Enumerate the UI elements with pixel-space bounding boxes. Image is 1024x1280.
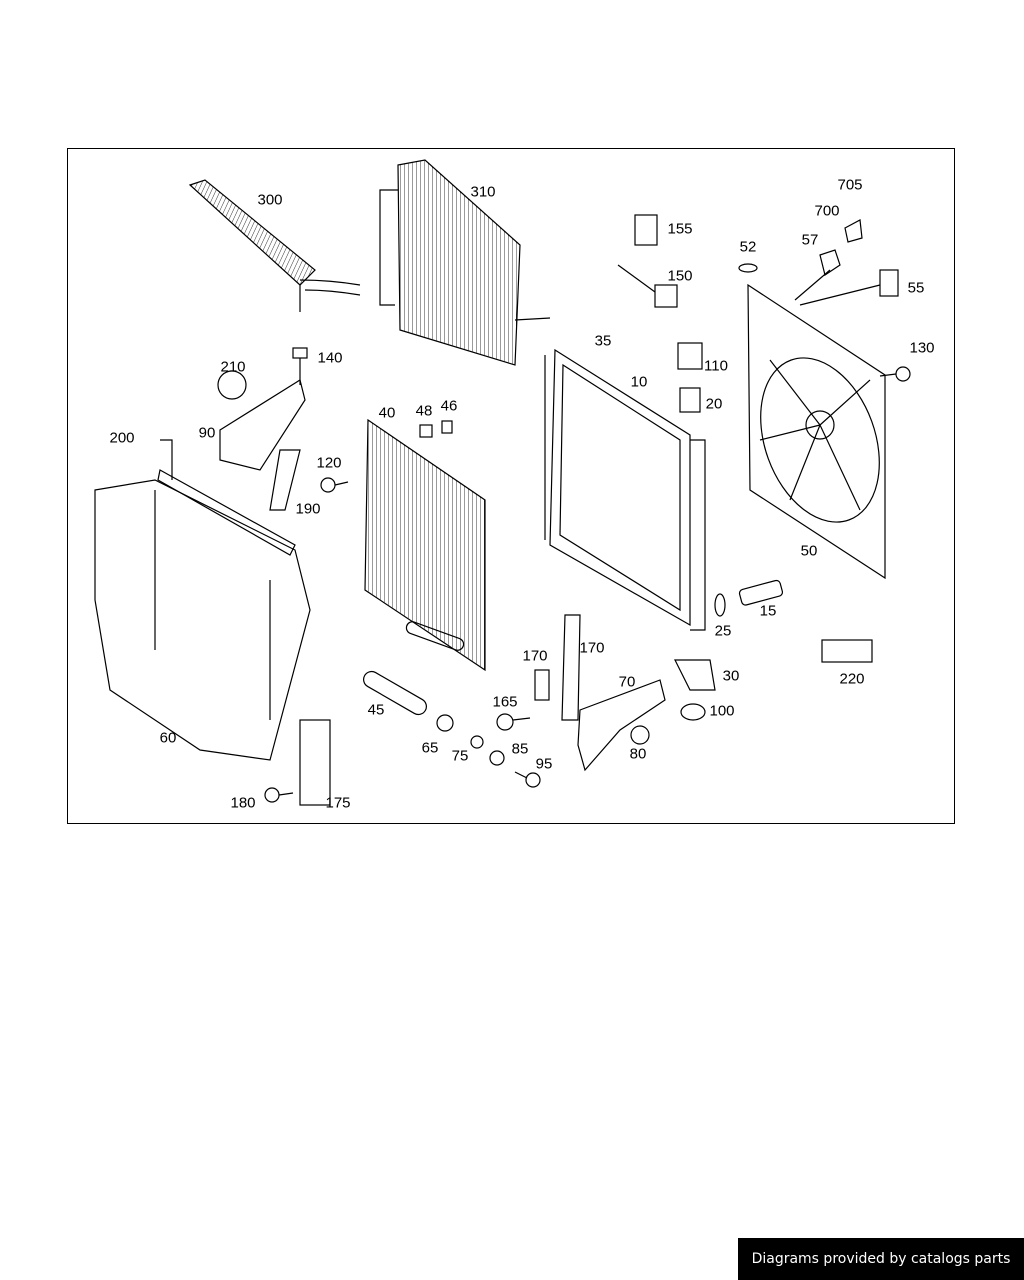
callout-15[interactable]: 15 xyxy=(759,602,777,620)
callout-140[interactable]: 140 xyxy=(317,349,343,367)
callout-30[interactable]: 30 xyxy=(722,667,740,685)
callout-48[interactable]: 48 xyxy=(415,402,433,420)
callout-300[interactable]: 300 xyxy=(257,191,283,209)
callout-40[interactable]: 40 xyxy=(378,404,396,422)
condenser-40[interactable] xyxy=(364,418,486,672)
diagram-frame xyxy=(67,148,955,824)
oil-cooler-300[interactable] xyxy=(188,179,361,312)
callout-150[interactable]: 150 xyxy=(667,267,693,285)
callout-75[interactable]: 75 xyxy=(451,747,469,765)
callout-52[interactable]: 52 xyxy=(739,238,757,256)
condenser-310[interactable] xyxy=(379,159,551,366)
callout-170[interactable]: 170 xyxy=(579,639,605,657)
callout-45[interactable]: 45 xyxy=(367,701,385,719)
callout-90[interactable]: 90 xyxy=(198,424,216,442)
callout-60[interactable]: 60 xyxy=(159,729,177,747)
callout-100[interactable]: 100 xyxy=(709,702,735,720)
callout-200[interactable]: 200 xyxy=(109,429,135,447)
callout-46[interactable]: 46 xyxy=(440,397,458,415)
air-duct-60[interactable] xyxy=(94,469,311,761)
callout-165[interactable]: 165 xyxy=(492,693,518,711)
callout-180[interactable]: 180 xyxy=(230,794,256,812)
attribution-text: Diagrams provided by catalogs parts xyxy=(751,1251,1011,1267)
callout-210[interactable]: 210 xyxy=(220,358,246,376)
radiator-10[interactable] xyxy=(544,348,706,631)
callout-700[interactable]: 700 xyxy=(814,202,840,220)
callout-220[interactable]: 220 xyxy=(839,670,865,688)
callout-65[interactable]: 65 xyxy=(421,739,439,757)
callout-95[interactable]: 95 xyxy=(535,755,553,773)
callout-170[interactable]: 170 xyxy=(522,647,548,665)
callout-55[interactable]: 55 xyxy=(907,279,925,297)
callout-80[interactable]: 80 xyxy=(629,745,647,763)
callout-175[interactable]: 175 xyxy=(325,794,351,812)
callout-120[interactable]: 120 xyxy=(316,454,342,472)
callout-85[interactable]: 85 xyxy=(511,740,529,758)
callout-25[interactable]: 25 xyxy=(714,622,732,640)
callout-10[interactable]: 10 xyxy=(630,373,648,391)
callout-20[interactable]: 20 xyxy=(705,395,723,413)
callout-35[interactable]: 35 xyxy=(594,332,612,350)
attribution-badge: Diagrams provided by catalogs parts xyxy=(738,1238,1024,1280)
callout-310[interactable]: 310 xyxy=(470,183,496,201)
callout-190[interactable]: 190 xyxy=(295,500,321,518)
callout-110[interactable]: 110 xyxy=(704,357,728,375)
callout-57[interactable]: 57 xyxy=(801,231,819,249)
callout-70[interactable]: 70 xyxy=(618,673,636,691)
callout-130[interactable]: 130 xyxy=(909,339,935,357)
callout-705[interactable]: 705 xyxy=(837,176,863,194)
callout-50[interactable]: 50 xyxy=(800,542,818,560)
small-parts[interactable] xyxy=(160,214,911,806)
callout-155[interactable]: 155 xyxy=(667,220,693,238)
fan-shroud-50[interactable] xyxy=(739,283,901,580)
